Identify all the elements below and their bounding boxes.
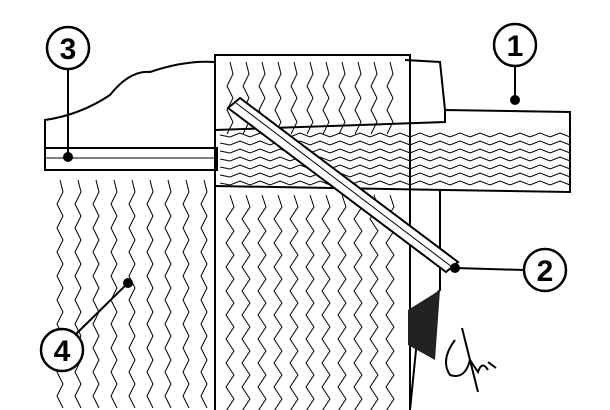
wood-grain-line	[74, 179, 82, 409]
wood-grain-line	[225, 194, 235, 410]
wood-grain-line	[219, 156, 571, 162]
wood-grain-line	[321, 194, 331, 410]
callout-4-label: 4	[54, 335, 71, 368]
artist-signature	[445, 327, 497, 393]
wood-grain-line	[338, 61, 346, 135]
callout-3-label: 3	[60, 33, 77, 66]
wood-grain-line	[273, 194, 283, 410]
wood-grain-line	[110, 179, 118, 409]
wood-grain-line	[274, 61, 282, 135]
callout-1: 1	[492, 22, 538, 105]
diagonal-pin	[226, 96, 460, 274]
wood-grain-line	[219, 148, 571, 154]
wood-grain-line	[219, 180, 571, 186]
wood-grain-line	[257, 194, 267, 410]
wood-grain-line	[290, 61, 298, 135]
wood-grain-line	[322, 61, 330, 135]
wood-grain-line	[200, 179, 208, 409]
wood-grain-line	[226, 61, 234, 135]
wood-grain-line	[219, 164, 571, 170]
callout-1-label: 1	[507, 30, 524, 63]
callout-4: 4	[39, 278, 133, 373]
dowel-bar	[44, 147, 218, 171]
wood-grain-line	[337, 194, 347, 410]
wood-grain-line	[241, 194, 251, 410]
wood-grain-line	[289, 194, 299, 410]
wood-grain-line	[146, 179, 154, 409]
wood-grain-line	[164, 179, 172, 409]
wood-grain-line	[386, 61, 394, 135]
wood-grain-line	[353, 194, 363, 410]
wood-grain-line	[92, 179, 100, 409]
left-post	[44, 60, 216, 410]
wood-grain-line	[354, 61, 362, 135]
wood-grain-line	[182, 179, 190, 409]
callout-3: 3	[45, 25, 91, 162]
callout-2-label: 2	[537, 255, 554, 288]
wood-grain-line	[306, 61, 314, 135]
wood-grain-line	[369, 194, 379, 410]
wood-grain-line	[305, 194, 315, 410]
right-post	[404, 59, 446, 410]
wood-grain-line	[370, 61, 378, 135]
callout-2: 2	[450, 247, 568, 293]
wood-grain-line	[56, 179, 64, 409]
wood-grain-line	[219, 172, 571, 178]
wood-grain-line	[128, 179, 136, 409]
